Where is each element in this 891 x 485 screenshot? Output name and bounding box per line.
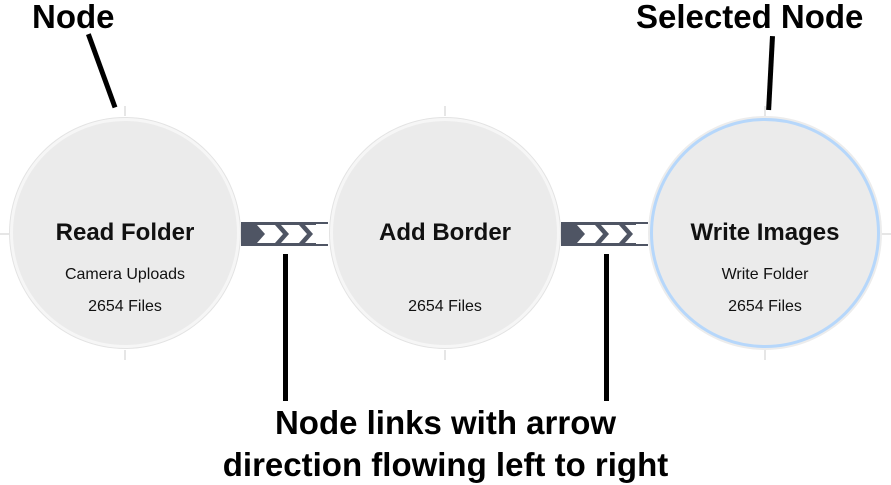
node-link-1[interactable] (241, 222, 328, 246)
node-file-count: 2654 Files (408, 298, 482, 315)
node-add-border[interactable]: Add Border 2654 Files (330, 118, 560, 348)
node-tick-left (0, 233, 9, 235)
node-subtitle: Write Folder (721, 266, 809, 283)
annotation-links-line2: direction flowing left to right (222, 446, 669, 483)
node-tick-bottom (124, 350, 126, 360)
arrow-chevron-icon (601, 225, 627, 243)
node-file-count: 2654 Files (88, 298, 162, 315)
node-subtitle: Camera Uploads (64, 266, 186, 283)
node-title: Write Images (690, 219, 840, 246)
node-tick-bottom (764, 350, 766, 360)
node-read-folder[interactable]: Read Folder Camera Uploads 2654 Files (10, 118, 240, 348)
annotation-pointer-selected (766, 36, 775, 111)
node-file-count: 2654 Files (728, 298, 802, 315)
node-tick-top (444, 106, 446, 116)
node-title: Add Border (379, 219, 511, 246)
annotation-selected-node: Selected Node (636, 0, 864, 35)
arrow-chevron-icon (577, 225, 603, 243)
node-tick-top (124, 106, 126, 116)
node-title: Read Folder (55, 219, 195, 246)
annotation-links-line1: Node links with arrow (274, 404, 617, 441)
node-write-images-selected[interactable]: Write Images Write Folder 2654 Files (650, 118, 880, 348)
annotation-pointer-node (86, 33, 118, 109)
node-tick-bottom (444, 350, 446, 360)
node-link-2[interactable] (561, 222, 648, 246)
annotation-pointer-link-1 (283, 254, 288, 401)
annotation-pointer-link-2 (604, 254, 609, 401)
annotation-node: Node (32, 0, 115, 35)
node-tick-top (764, 106, 766, 116)
arrow-chevron-icon (281, 225, 307, 243)
arrow-chevron-icon (305, 225, 328, 243)
arrow-chevron-icon (625, 225, 648, 243)
arrow-chevron-icon (257, 225, 283, 243)
node-tick-right (881, 233, 891, 235)
